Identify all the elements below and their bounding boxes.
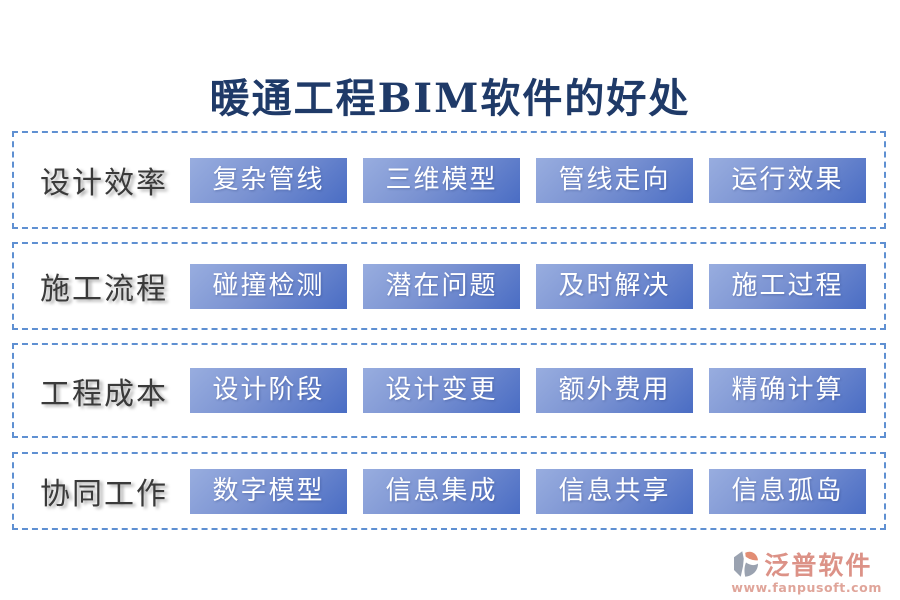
chip-group: 复杂管线 三维模型 管线走向 运行效果 xyxy=(190,157,866,203)
group-construction-process: 施工流程 碰撞检测 潜在问题 及时解决 施工过程 xyxy=(12,242,886,330)
group-label-collaboration: 协同工作 xyxy=(40,477,168,512)
page-title: 暖通工程BIM软件的好处 xyxy=(209,75,691,122)
chip-clash-detection[interactable]: 碰撞检测 xyxy=(190,263,347,309)
chip-timely-resolution[interactable]: 及时解决 xyxy=(536,263,693,309)
group-label-design-efficiency: 设计效率 xyxy=(40,166,168,201)
chip-group: 数字模型 信息集成 信息共享 信息孤岛 xyxy=(190,468,866,514)
group-project-cost: 工程成本 设计阶段 设计变更 额外费用 精确计算 xyxy=(12,343,886,438)
chip-3d-model[interactable]: 三维模型 xyxy=(363,157,520,203)
group-collaboration: 协同工作 数字模型 信息集成 信息共享 信息孤岛 xyxy=(12,452,886,530)
brand-url: www.fanpusoft.com xyxy=(731,580,882,595)
chip-operation-effect[interactable]: 运行效果 xyxy=(709,157,866,203)
chip-extra-costs[interactable]: 额外费用 xyxy=(536,368,693,413)
brand-name: 泛普软件 xyxy=(764,551,873,580)
chip-group: 设计阶段 设计变更 额外费用 精确计算 xyxy=(190,368,866,413)
chip-accurate-calculation[interactable]: 精确计算 xyxy=(709,368,866,413)
brand-row: 泛普软件 xyxy=(731,546,872,582)
chip-group: 碰撞检测 潜在问题 及时解决 施工过程 xyxy=(190,263,866,309)
chip-information-silo[interactable]: 信息孤岛 xyxy=(709,468,866,514)
chip-information-integration[interactable]: 信息集成 xyxy=(363,468,520,514)
chip-information-sharing[interactable]: 信息共享 xyxy=(536,468,693,514)
chip-design-phase[interactable]: 设计阶段 xyxy=(190,368,347,413)
group-design-efficiency: 设计效率 复杂管线 三维模型 管线走向 运行效果 xyxy=(12,131,886,229)
chip-construction-procedure[interactable]: 施工过程 xyxy=(709,263,866,309)
group-label-construction-process: 施工流程 xyxy=(40,272,168,307)
chip-complex-piping[interactable]: 复杂管线 xyxy=(190,157,347,203)
footer-watermark: 泛普软件 www.fanpusoft.com xyxy=(731,546,882,595)
chip-design-changes[interactable]: 设计变更 xyxy=(363,368,520,413)
group-label-project-cost: 工程成本 xyxy=(40,376,168,412)
chip-digital-model[interactable]: 数字模型 xyxy=(190,468,347,514)
fanpu-logo-icon xyxy=(731,548,761,580)
chip-potential-issues[interactable]: 潜在问题 xyxy=(363,263,520,309)
chip-pipe-routing[interactable]: 管线走向 xyxy=(536,157,693,203)
